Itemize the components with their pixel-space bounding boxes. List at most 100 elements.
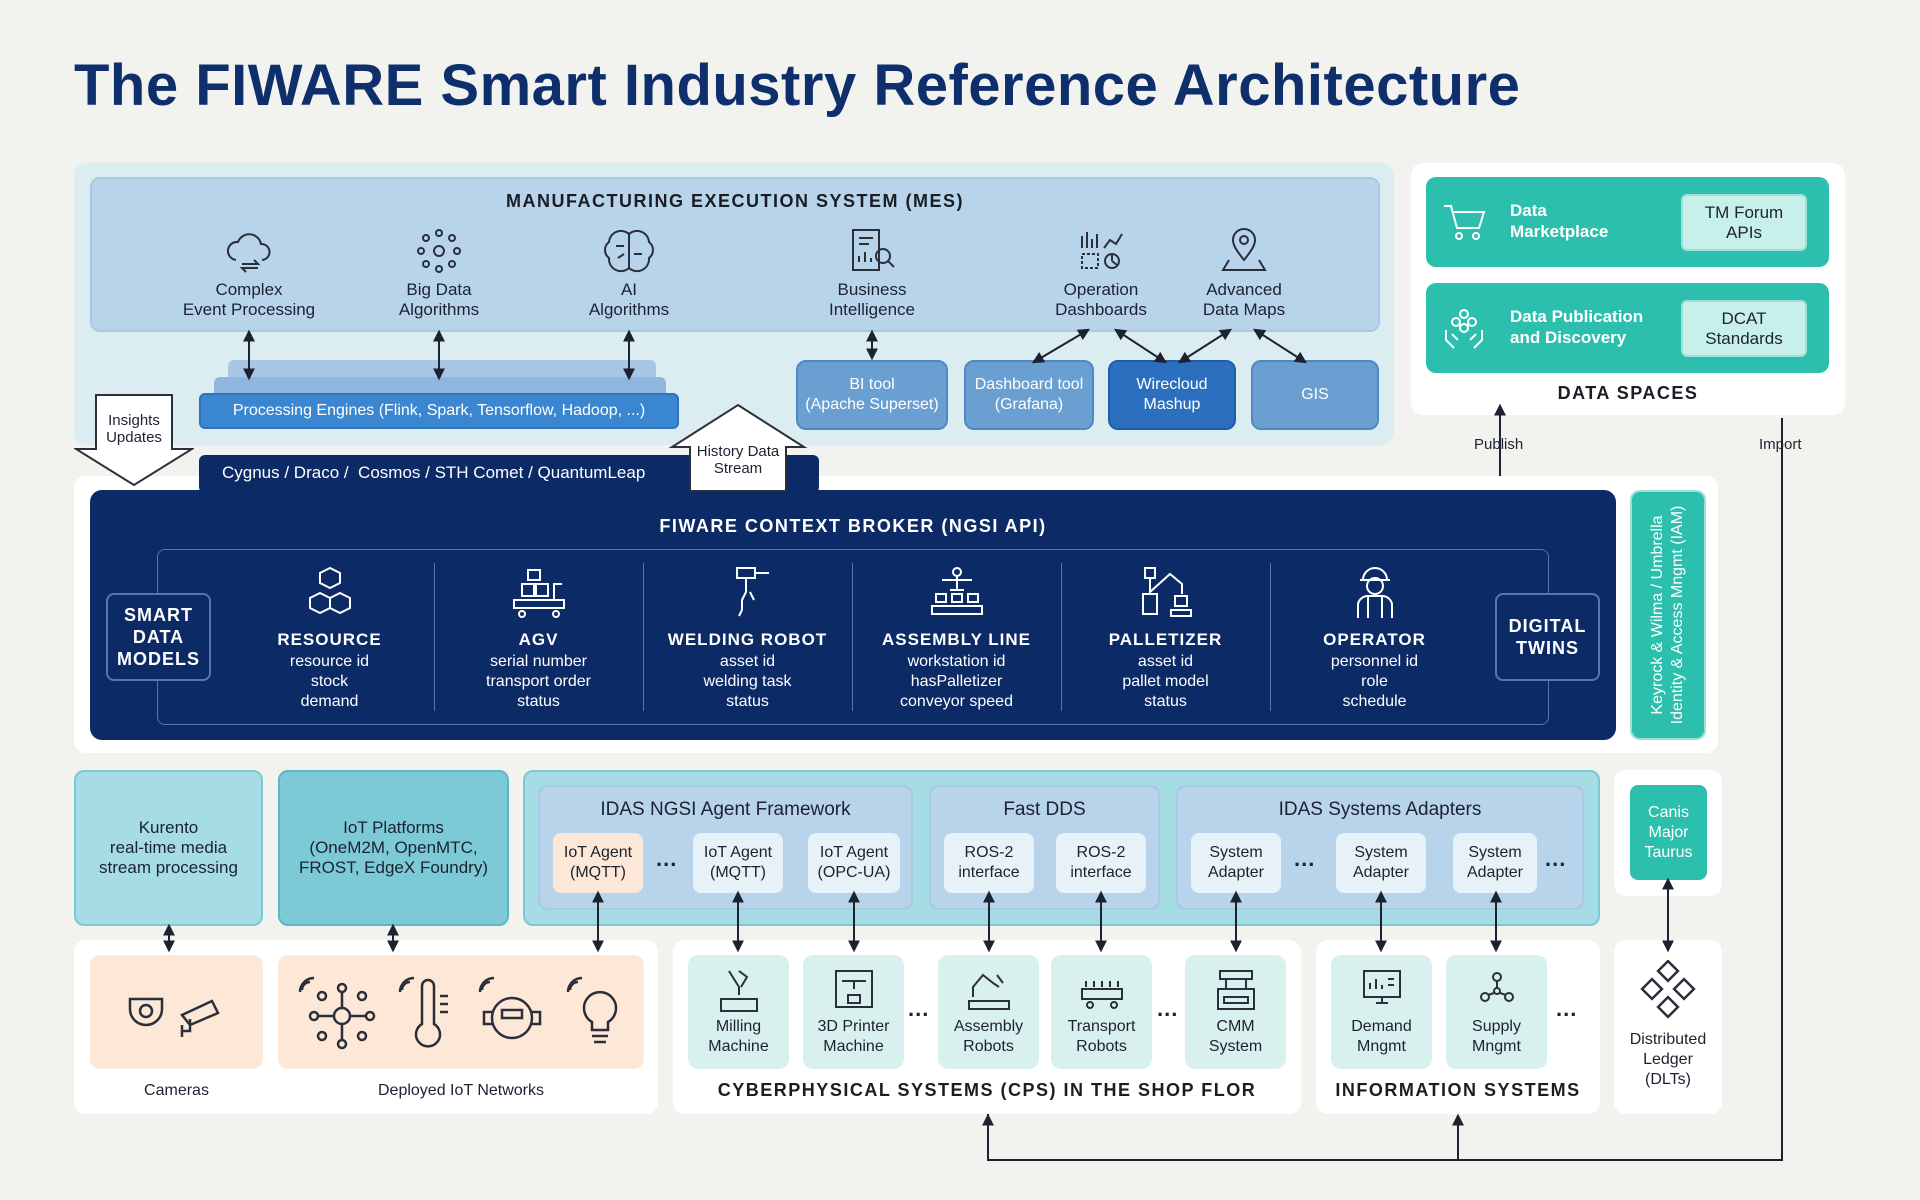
mes-item-label: Complex	[215, 280, 283, 299]
monitor-chart-icon	[1362, 970, 1401, 1004]
insights-line: Insights	[108, 412, 160, 429]
entity-attr: hasPalletizer	[910, 673, 1003, 690]
dlt-line: Distributed	[1629, 1031, 1707, 1048]
ellipsis: ...	[1556, 996, 1578, 1021]
canis-line: Taurus	[1644, 843, 1693, 861]
ros2-interface-2: ROS-2 interface	[1056, 833, 1146, 893]
iot-networks-box	[278, 955, 644, 1069]
entity-attr: personnel id	[1330, 653, 1419, 670]
entity-separator	[434, 563, 435, 711]
robot-arm-icon	[1141, 567, 1192, 617]
milling-machine-box: Milling Machine	[688, 955, 789, 1069]
iot-network-icons	[298, 976, 618, 1050]
entity-attr: transport order	[486, 673, 591, 690]
entity-name: WELDING ROBOT	[667, 630, 828, 649]
info-line: Mngmt	[1357, 1038, 1406, 1055]
iot-platforms-line: (OneM2M, OpenMTC,	[309, 838, 478, 857]
smart-data-models-line: MODELS	[116, 649, 200, 669]
agent-line: (MQTT)	[570, 864, 626, 881]
mes-item-advanced-data-maps: Advanced Data Maps	[1159, 226, 1329, 320]
ellipsis: ...	[908, 996, 930, 1021]
entity-attr: serial number	[490, 653, 587, 670]
dashboard-tool-box: Dashboard tool (Grafana)	[964, 360, 1094, 430]
mes-item-label: Dashboards	[1055, 300, 1147, 319]
machine-line: Assembly	[953, 1018, 1024, 1035]
machine-line: Machine	[823, 1038, 884, 1055]
mes-item-label: AI	[620, 280, 638, 299]
agent-line: Adapter	[1352, 864, 1410, 881]
agv-icon	[512, 569, 565, 618]
data-marketplace-label: Data Marketplace	[1510, 200, 1608, 242]
import-label: Import	[1759, 436, 1802, 453]
fast-dds-heading: Fast DDS	[1003, 799, 1086, 820]
entity-attr: status	[517, 693, 560, 710]
tool-label: (Apache Superset)	[805, 396, 939, 413]
network-icon	[417, 229, 461, 273]
entity-attr: stock	[310, 673, 349, 690]
entity-attr: asset id	[719, 653, 776, 670]
digital-twins-box: DIGITAL TWINS	[1495, 593, 1600, 681]
mes-item-operation-dashboards: Operation Dashboards	[1016, 226, 1186, 320]
digital-twins-line: TWINS	[1516, 638, 1579, 658]
supply-mngmt-box: Supply Mngmt	[1446, 955, 1547, 1069]
entity-name: ASSEMBLY LINE	[881, 630, 1032, 649]
data-publication-label: Data Publication and Discovery	[1510, 306, 1643, 348]
bi-tool-box: BI tool (Apache Superset)	[796, 360, 948, 430]
info-line: Mngmt	[1472, 1038, 1521, 1055]
mes-item-label: Data Maps	[1202, 300, 1286, 319]
iam-line: Keyrock & Wilma / Umbrella	[1649, 515, 1666, 715]
iot-agent-mqtt: IoT Agent (MQTT)	[553, 833, 643, 893]
map-pin-icon	[1221, 228, 1267, 271]
canis-line: Major	[1648, 823, 1689, 841]
mes-item-label: Intelligence	[828, 300, 915, 319]
info-line: Demand	[1351, 1018, 1412, 1035]
brain-icon	[604, 229, 654, 273]
agent-line: IoT Agent	[703, 844, 773, 861]
hands-share-icon	[1445, 309, 1483, 349]
mes-item-big-data: Big Data Algorithms	[354, 226, 524, 320]
tool-label: Wirecloud	[1136, 376, 1208, 393]
ellipsis: ...	[1294, 846, 1316, 871]
smart-data-models-line: SMART	[124, 605, 193, 625]
assembly-robots-box: Assembly Robots	[938, 955, 1039, 1069]
agent-line: IoT Agent	[819, 844, 889, 861]
badge-label: APIs	[1726, 222, 1762, 242]
assembly-icon	[930, 567, 983, 615]
entity-attr: status	[1144, 693, 1187, 710]
agent-line: IoT Agent	[563, 844, 633, 861]
entity-attr: demand	[300, 693, 359, 710]
mes-item-complex-event-processing: Complex Event Processing	[164, 226, 334, 320]
history-label: History Data Stream	[688, 443, 788, 477]
entity-name: AGV	[518, 630, 559, 649]
iot-networks-label: Deployed IoT Networks	[378, 1082, 544, 1099]
mes-item-ai: AI Algorithms	[544, 226, 714, 320]
dcat-badge: DCAT Standards	[1681, 300, 1807, 357]
demand-mngmt-box: Demand Mngmt	[1331, 955, 1432, 1069]
milling-icon	[719, 970, 758, 1012]
kurento-line: stream processing	[99, 858, 238, 877]
agent-line: Adapter	[1466, 864, 1524, 881]
tool-label: GIS	[1301, 386, 1329, 403]
agent-line: (OPC-UA)	[817, 864, 891, 881]
data-marketplace-line: Marketplace	[1510, 222, 1609, 241]
entity-attr: pallet model	[1122, 673, 1209, 690]
smart-data-models-line: DATA	[132, 627, 185, 647]
entity-attr: asset id	[1137, 653, 1194, 670]
cps-heading: CYBERPHYSICAL SYSTEMS (CPS) IN THE SHOP …	[717, 1080, 1257, 1100]
info-line: Supply	[1472, 1018, 1521, 1035]
dlt-line: Ledger	[1643, 1051, 1693, 1068]
adapters-heading: IDAS Systems Adapters	[1278, 799, 1482, 820]
machine-line: System	[1208, 1038, 1263, 1055]
network-nodes-icon	[1479, 972, 1514, 1002]
machine-line: Milling	[715, 1018, 762, 1035]
machine-line: 3D Printer	[817, 1018, 890, 1035]
smart-data-models-box: SMART DATA MODELS	[106, 593, 211, 681]
canis-line: Canis	[1648, 803, 1689, 821]
publish-label: Publish	[1474, 436, 1524, 453]
data-marketplace-line: Data	[1510, 201, 1547, 220]
system-adapter-3: System Adapter	[1453, 833, 1537, 893]
report-icon	[852, 229, 895, 271]
cameras-box	[90, 955, 263, 1069]
info-systems-heading: INFORMATION SYSTEMS	[1335, 1080, 1581, 1100]
canis-box: Canis Major Taurus	[1630, 785, 1707, 880]
